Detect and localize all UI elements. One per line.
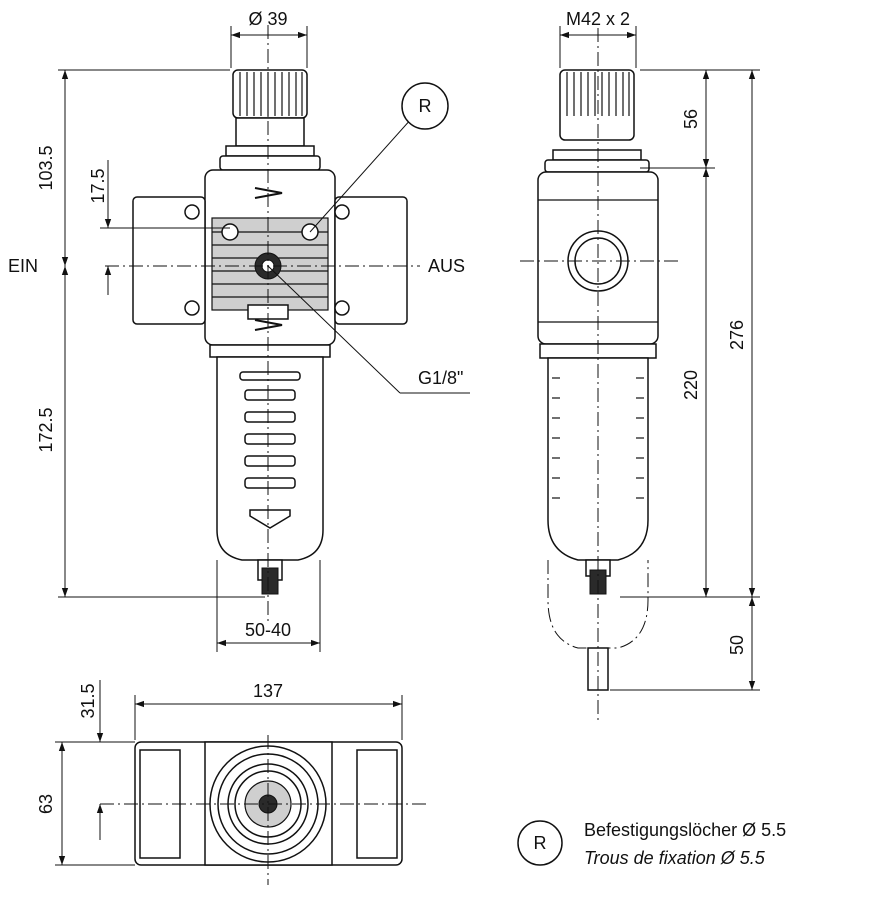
legend-marker-circle [517, 820, 563, 866]
dim-thread-m42: M42 x 2 [566, 9, 630, 29]
dimension-lines [55, 26, 760, 866]
legend-text-de: Befestigungslöcher Ø 5.5 [584, 820, 786, 840]
bottom-view [100, 735, 430, 885]
dim-276: 276 [727, 320, 747, 350]
reference-marker-label: R [419, 96, 432, 116]
dim-56: 56 [681, 109, 701, 129]
legend: R Befestigungslöcher Ø 5.5 Trous de fixa… [517, 820, 786, 868]
dim-103-5: 103.5 [36, 145, 56, 190]
dim-137: 137 [253, 681, 283, 701]
front-view [105, 25, 470, 625]
dim-17-5: 17.5 [88, 168, 108, 203]
dim-31-5: 31.5 [78, 683, 98, 718]
dim-50-40: 50-40 [245, 620, 291, 640]
port-labels: EIN AUS G1/8" R [8, 82, 465, 388]
dim-50: 50 [727, 635, 747, 655]
dim-220: 220 [681, 370, 701, 400]
adjustment-knob [219, 69, 321, 171]
dim-63: 63 [36, 794, 56, 814]
legend-text-fr: Trous de fixation Ø 5.5 [584, 848, 766, 868]
regulator-block [132, 169, 408, 358]
reference-marker-circle [401, 82, 449, 130]
legend-marker-label: R [534, 833, 547, 853]
port-g18-label: G1/8" [418, 368, 463, 388]
dimension-labels: Ø 39 M42 x 2 103.5 17.5 172.5 50-40 56 2… [36, 9, 747, 814]
outlet-label: AUS [428, 256, 465, 276]
inlet-label: EIN [8, 256, 38, 276]
dim-diameter-39: Ø 39 [248, 9, 287, 29]
dim-172-5: 172.5 [36, 407, 56, 452]
filter-bowl [216, 356, 324, 595]
side-view [520, 28, 680, 720]
